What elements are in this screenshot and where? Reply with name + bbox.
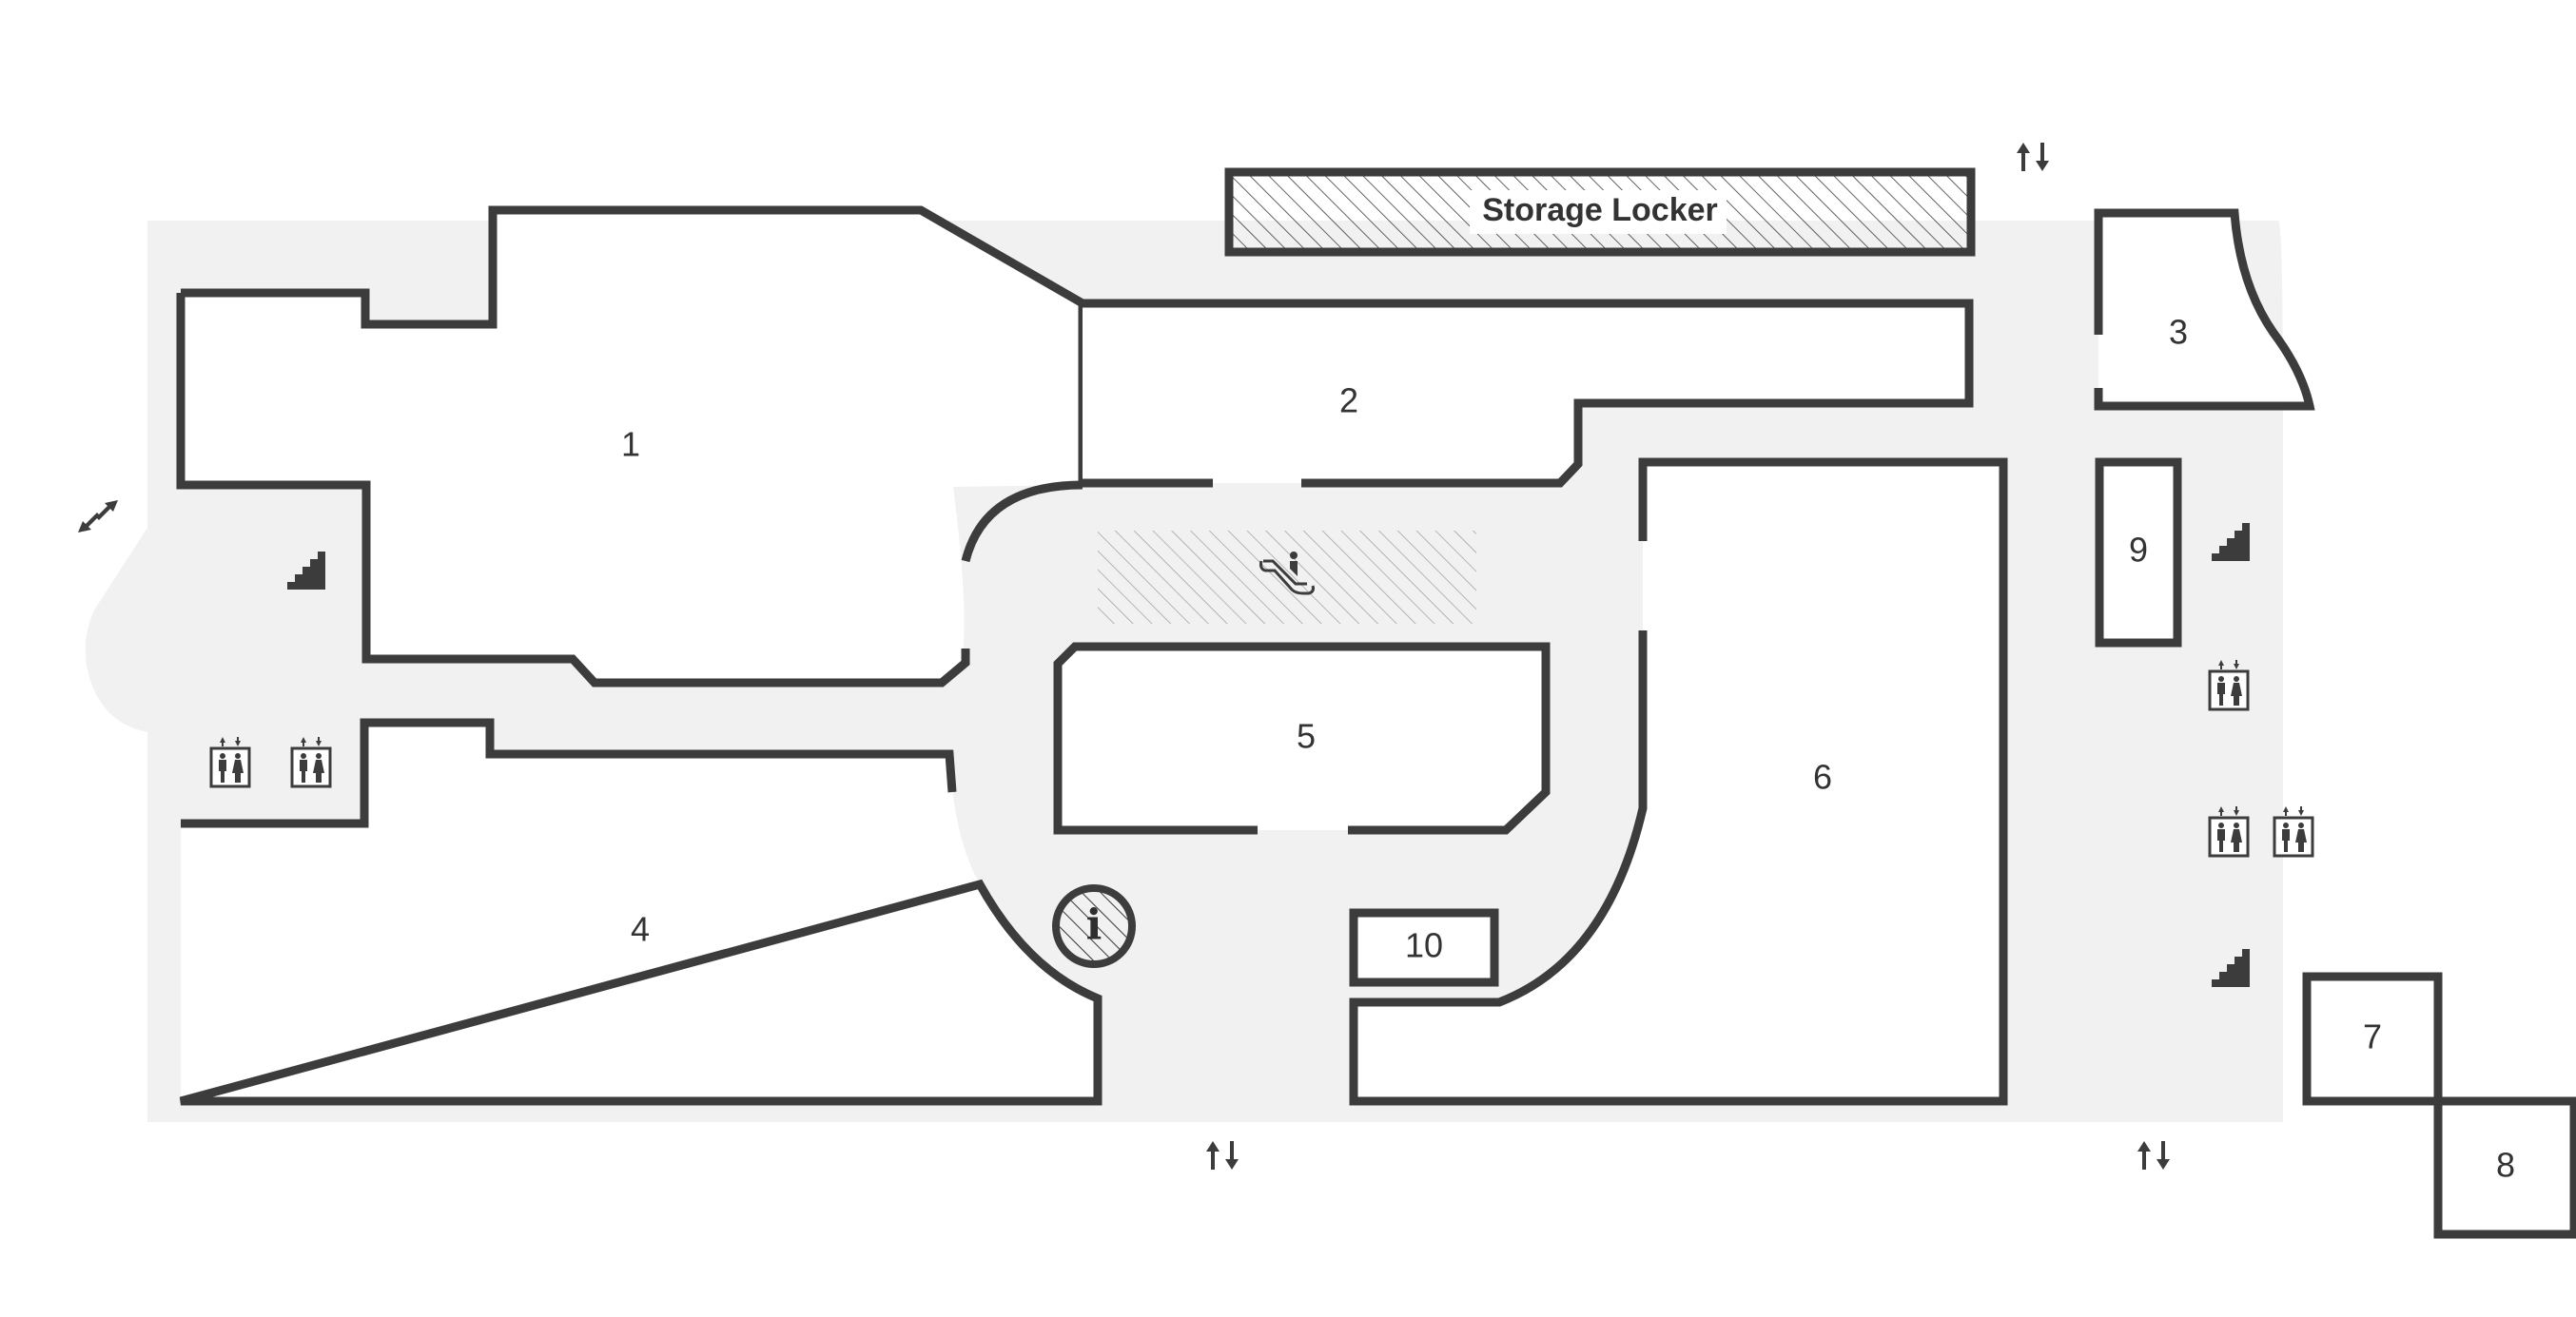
room-2-label: 2: [1339, 381, 1358, 420]
room-2[interactable]: 2: [1083, 299, 1974, 488]
room-9[interactable]: 9: [2095, 457, 2182, 648]
room-7-label: 7: [2363, 1017, 2382, 1056]
diagonal-exit-arrows-icon: [78, 500, 118, 533]
room-7[interactable]: 7: [2302, 972, 2443, 1106]
room-4-label: 4: [631, 910, 650, 949]
room-9-label: 9: [2129, 531, 2148, 570]
up-down-arrows-icon: [2137, 1141, 2170, 1170]
room-5-label: 5: [1297, 717, 1316, 756]
room-8-label: 8: [2496, 1146, 2515, 1185]
escalator-icon: [1259, 552, 1315, 595]
room-1-label: 1: [621, 425, 640, 464]
room-4[interactable]: 4: [179, 718, 1103, 1106]
info-icon: i: [1086, 901, 1103, 950]
up-down-arrows-icon: [1206, 1141, 1239, 1170]
room-10[interactable]: 10: [1349, 908, 1499, 987]
storage-locker[interactable]: Storage Locker: [1224, 167, 1976, 257]
room-3[interactable]: 3: [2094, 208, 2315, 411]
up-down-arrows-icon: [2017, 143, 2049, 171]
escalator-zone[interactable]: [1098, 531, 1476, 624]
room-1[interactable]: 1: [176, 205, 1087, 688]
room-8[interactable]: 8: [2433, 1096, 2576, 1239]
room-10-label: 10: [1405, 926, 1443, 965]
room-3-label: 3: [2169, 313, 2188, 352]
room-6[interactable]: 6: [1349, 457, 2008, 1106]
storage-locker-label: Storage Locker: [1482, 192, 1718, 228]
room-5[interactable]: 5: [1053, 642, 1551, 835]
info-point[interactable]: i: [1052, 884, 1136, 968]
room-6-label: 6: [1813, 758, 1832, 797]
